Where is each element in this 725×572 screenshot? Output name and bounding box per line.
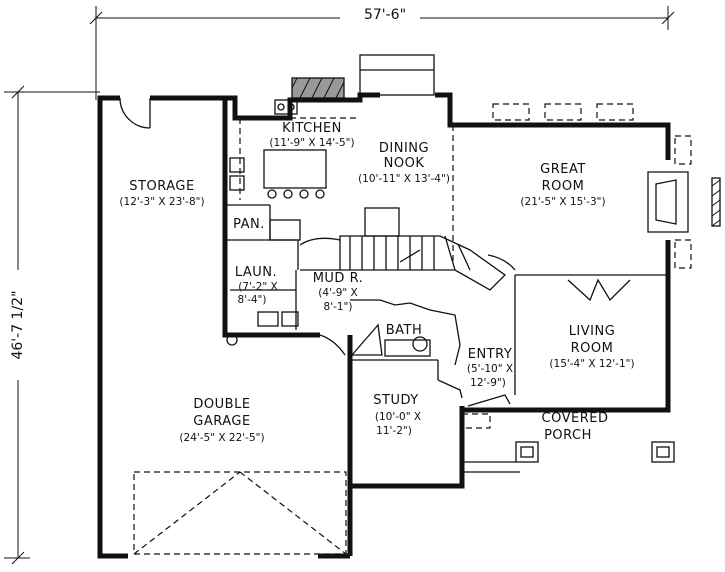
porch-name-line2: PORCH (544, 428, 592, 443)
label-study: STUDY (10'-0" X 11'-2") (373, 393, 421, 437)
great-room-name-line1: GREAT (540, 162, 586, 177)
label-garage: DOUBLE GARAGE (24'-5" X 22'-5") (179, 397, 264, 444)
label-laundry: LAUN. (7'-2" X 8'-4") (235, 265, 278, 306)
storage-door (119, 97, 151, 129)
garage-name-line1: DOUBLE (193, 397, 250, 412)
mud-room-size-line2: 8'-1") (324, 301, 353, 313)
laundry-size-line2: 8'-4") (238, 294, 267, 306)
pantry-name: PAN. (233, 217, 265, 232)
label-dining: DINING NOOK (10'-11" X 13'-4") (358, 141, 450, 185)
chimney-icon (291, 77, 345, 99)
laundry-name: LAUN. (235, 265, 277, 280)
dining-name-line1: DINING (379, 141, 429, 156)
label-mud-room: MUD R. (4'-9" X 8'-1") (313, 271, 364, 313)
garage-name-line2: GARAGE (193, 414, 250, 429)
depth-dimension-label: 46'-7 1/2" (10, 290, 26, 359)
garage-door (133, 471, 347, 555)
study-size-line2: 11'-2") (376, 425, 412, 437)
living-room-size: (15'-4" X 12'-1") (549, 358, 634, 370)
living-room-name-line2: ROOM (571, 341, 614, 356)
stairs (299, 125, 516, 291)
laundry-size-line1: (7'-2" X (238, 281, 278, 293)
label-storage: STORAGE (12'-3" X 23'-8") (119, 179, 204, 208)
label-living-room: LIVING ROOM (15'-4" X 12'-1") (549, 324, 634, 370)
label-entry: ENTRY (5'-10" X 12'-9") (467, 347, 513, 389)
entry-name: ENTRY (468, 347, 513, 362)
mud-room-size-line1: (4'-9" X (318, 287, 358, 299)
bath-name: BATH (386, 323, 423, 338)
entry-size-line1: (5'-10" X (467, 363, 513, 375)
interior-walls (226, 240, 668, 407)
label-pantry: PAN. (233, 217, 265, 232)
label-bath: BATH (386, 323, 423, 338)
window-boxes (359, 54, 692, 269)
porch-name-line1: COVERED (542, 411, 609, 426)
porch-elements (461, 413, 675, 473)
garage-size: (24'-5" X 22'-5") (179, 432, 264, 444)
living-room-name-line1: LIVING (569, 324, 616, 339)
mud-room-name: MUD R. (313, 271, 364, 286)
great-room-name-line2: ROOM (542, 179, 585, 194)
study-size-line1: (10'-0" X (375, 411, 421, 423)
study-name: STUDY (373, 393, 418, 408)
storage-size: (12'-3" X 23'-8") (119, 196, 204, 208)
dining-size: (10'-11" X 13'-4") (358, 173, 450, 185)
kitchen-fixtures (225, 99, 360, 241)
great-room-size: (21'-5" X 15'-3") (520, 196, 605, 208)
kitchen-size: (11'-9" X 14'-5") (269, 137, 354, 149)
storage-name: STORAGE (129, 179, 194, 194)
fireplace-icon (647, 171, 721, 233)
kitchen-name: KITCHEN (282, 121, 342, 136)
label-porch: COVERED PORCH (542, 411, 609, 443)
depth-dimension: 46'-7 1/2" (4, 85, 100, 565)
dining-name-line2: NOOK (384, 156, 425, 171)
label-kitchen: KITCHEN (11'-9" X 14'-5") (269, 121, 354, 149)
label-great-room: GREAT ROOM (21'-5" X 15'-3") (520, 162, 605, 208)
width-dimension-label: 57'-6" (364, 7, 406, 23)
exterior-walls (97, 92, 671, 559)
entry-size-line2: 12'-9") (470, 377, 506, 389)
width-dimension: 57'-6" (89, 2, 675, 100)
